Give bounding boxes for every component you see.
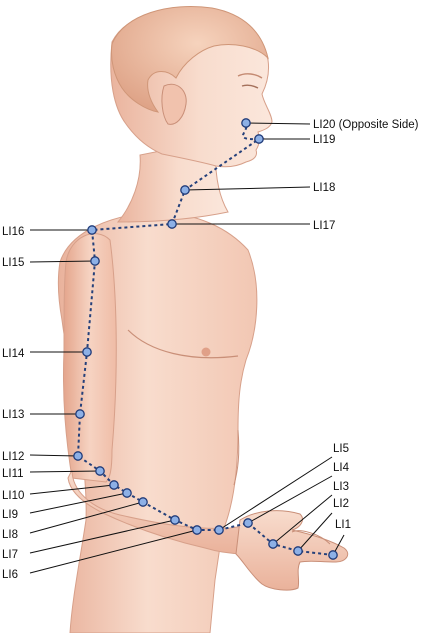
- li6-leader-line: [29, 529, 198, 574]
- li7-point: [170, 515, 180, 525]
- leader-lines: [29, 122, 345, 574]
- hair: [111, 6, 269, 113]
- li4-point: [243, 518, 253, 528]
- li13-point: [75, 409, 85, 419]
- chest-contour: [127, 329, 239, 359]
- li18-label: LI18: [313, 182, 335, 194]
- li4-label: LI4: [333, 462, 350, 474]
- li12-point: [73, 451, 83, 461]
- li10-point: [109, 480, 119, 490]
- nipple: [201, 347, 211, 357]
- brow: [237, 73, 263, 79]
- acupoints: [73, 118, 338, 560]
- human-figure: [57, 6, 349, 633]
- li6-label: LI6: [2, 569, 18, 581]
- eye: [241, 84, 259, 89]
- li2-leader-line: [297, 512, 333, 552]
- li9-point: [122, 488, 132, 498]
- li3-point: [268, 539, 278, 549]
- li18-point: [180, 185, 190, 195]
- li7-label: LI7: [2, 549, 18, 561]
- li9-label: LI9: [2, 509, 18, 521]
- li11-point: [95, 466, 105, 476]
- li10-leader-line: [29, 484, 115, 495]
- li20-label: LI20 (Opposite Side): [313, 119, 419, 131]
- li9-leader-line: [29, 492, 128, 514]
- li15-point: [90, 256, 100, 266]
- li20-point: [241, 118, 251, 128]
- li3-label: LI3: [333, 481, 349, 493]
- li8-point: [138, 497, 148, 507]
- li16-label: LI16: [2, 226, 24, 238]
- li15-leader-line: [29, 260, 96, 263]
- li5-label: LI5: [333, 443, 349, 455]
- li16-point: [87, 225, 97, 235]
- li14-label: LI14: [2, 348, 25, 360]
- li10-label: LI10: [2, 490, 24, 502]
- li18-leader-line: [184, 186, 311, 191]
- li3-leader-line: [272, 494, 333, 545]
- upper-arm: [62, 233, 117, 483]
- li11-label: LI11: [2, 468, 24, 480]
- li1-point: [328, 550, 338, 560]
- li14-point: [82, 347, 92, 357]
- li2-point: [293, 546, 303, 556]
- li15-label: LI15: [2, 257, 24, 269]
- li19-point: [254, 134, 264, 144]
- li4-leader-line: [247, 475, 333, 524]
- li8-label: LI8: [2, 529, 18, 541]
- li12-leader-line: [29, 454, 79, 457]
- thumb: [291, 530, 331, 545]
- li8-leader-line: [29, 501, 144, 534]
- ear: [161, 83, 187, 125]
- li11-leader-line: [29, 470, 101, 473]
- li17-label: LI17: [313, 220, 335, 232]
- belly-contour: [233, 429, 240, 486]
- li17-point: [167, 219, 177, 229]
- li5-leader-line: [218, 456, 333, 531]
- li12-label: LI12: [2, 451, 24, 463]
- li13-label: LI13: [2, 409, 24, 421]
- li1-label: LI1: [335, 519, 351, 531]
- li19-label: LI19: [313, 134, 335, 146]
- li5-point: [214, 525, 224, 535]
- li20-leader-line: [245, 122, 311, 125]
- li2-label: LI2: [333, 498, 349, 510]
- li7-leader-line: [29, 519, 176, 554]
- li6-point: [192, 525, 202, 535]
